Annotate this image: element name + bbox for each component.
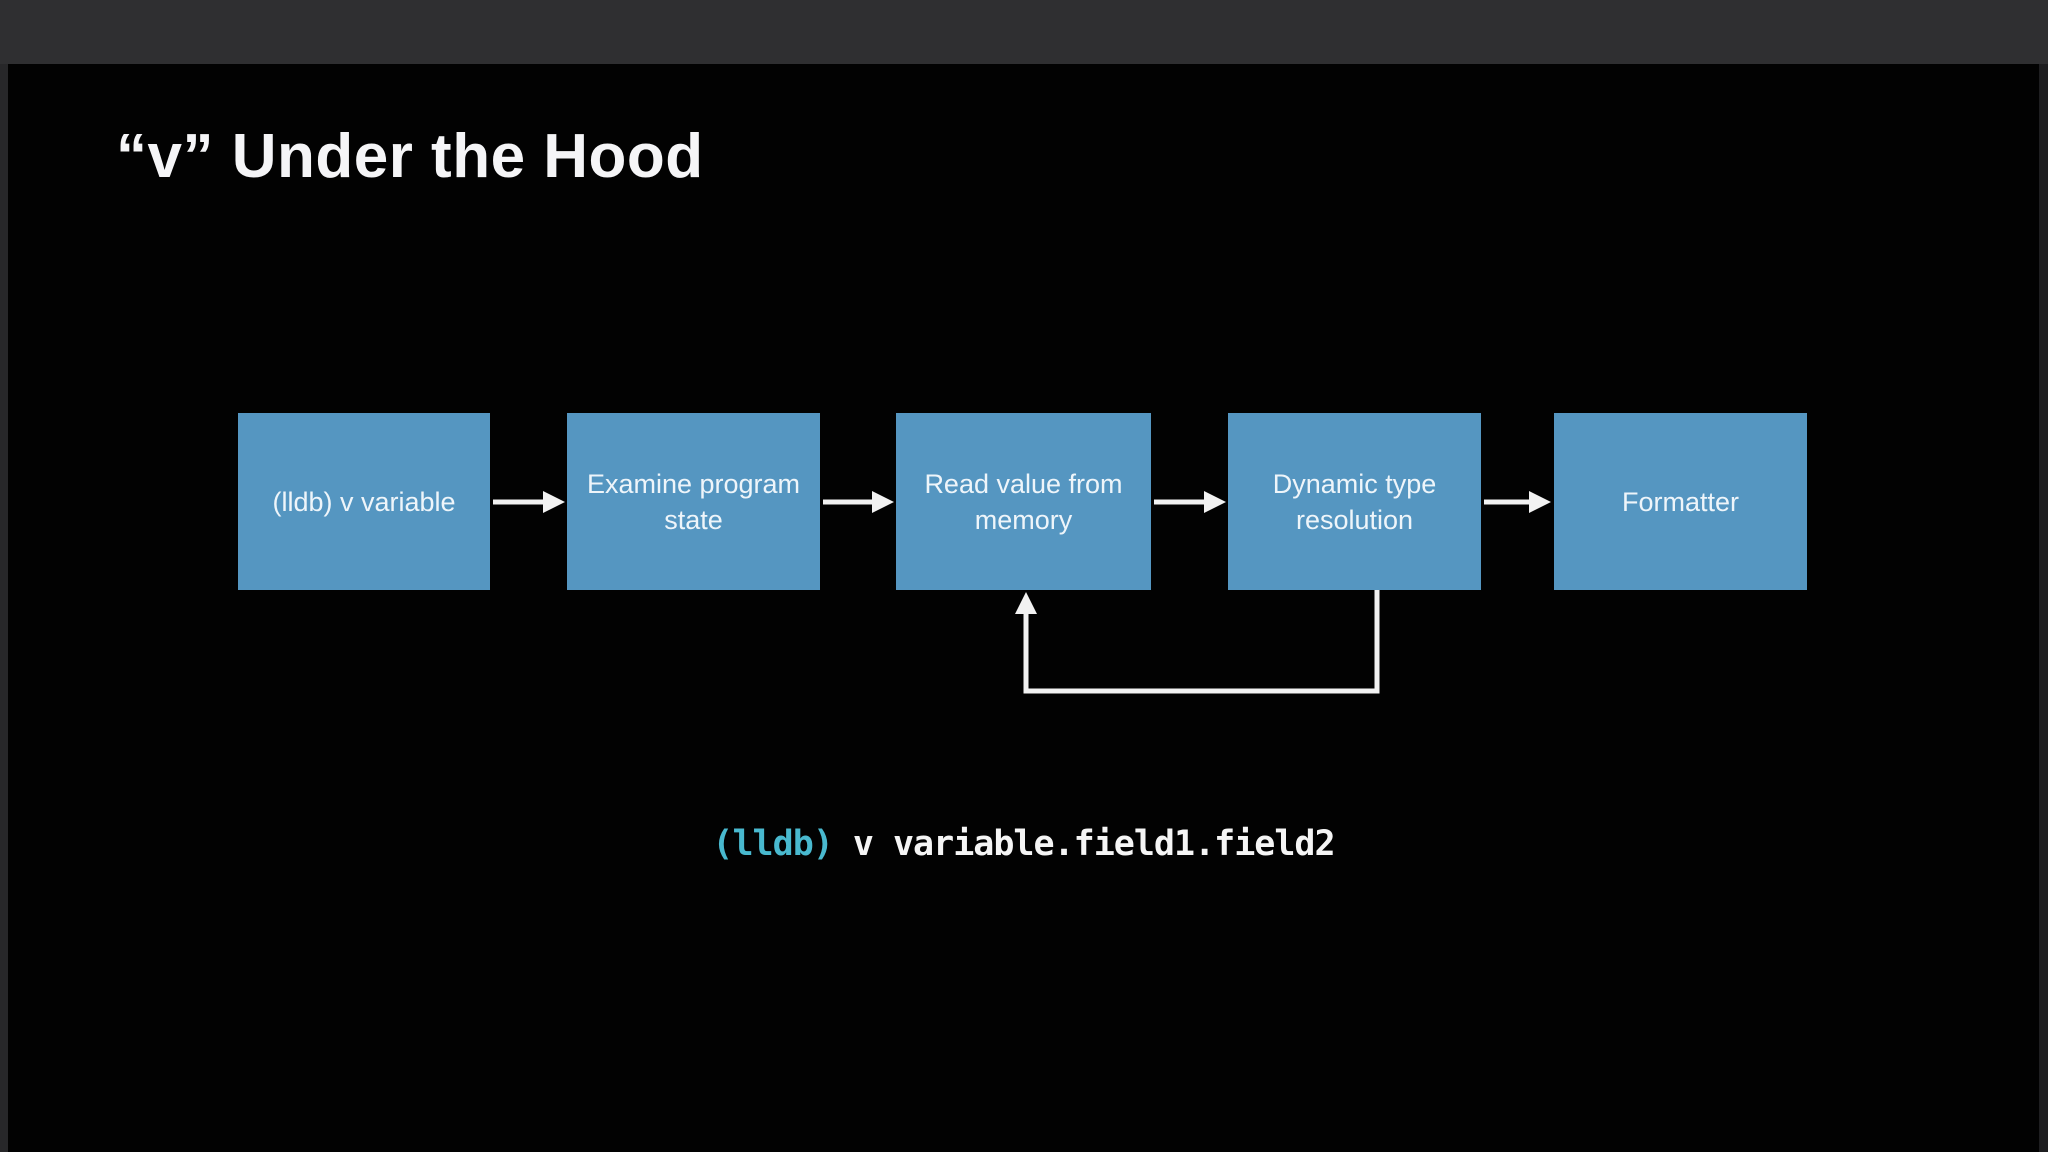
lldb-prompt: (lldb) [712, 824, 833, 864]
feedback-loop-head [1015, 592, 1037, 614]
window-left-edge [0, 64, 8, 1152]
flow-node-label: (lldb) v variable [272, 486, 456, 517]
flow-node-read-memory: Read value from memory [896, 413, 1151, 590]
slide-title: “v” Under the Hood [116, 122, 704, 191]
flow-node-label: Dynamic type resolution [1272, 468, 1437, 535]
window-top-bar [0, 0, 2048, 64]
flow-node-command-input: (lldb) v variable [238, 413, 490, 590]
arrow-1-head [543, 491, 565, 513]
arrow-4-head [1529, 491, 1551, 513]
window-right-edge [2039, 64, 2048, 1152]
lldb-command-text: v variable.field1.field2 [852, 824, 1336, 864]
flow-node-label: Examine program state [586, 468, 801, 535]
flow-node-dynamic-type: Dynamic type resolution [1228, 413, 1481, 590]
arrow-3-head [1204, 491, 1226, 513]
lldb-command-example: (lldb) v variable.field1.field2 [8, 822, 2039, 866]
flow-node-label: Read value from memory [924, 468, 1123, 535]
flow-node-label: Formatter [1621, 486, 1740, 517]
presentation-slide: “v” Under the Hood (lldb) v variable Exa… [8, 64, 2039, 1152]
feedback-loop-shaft [1023, 590, 1380, 694]
arrow-2-head [872, 491, 894, 513]
flow-arrows [493, 491, 1551, 694]
flow-node-examine-state: Examine program state [567, 413, 820, 590]
flow-node-formatter: Formatter [1554, 413, 1807, 590]
